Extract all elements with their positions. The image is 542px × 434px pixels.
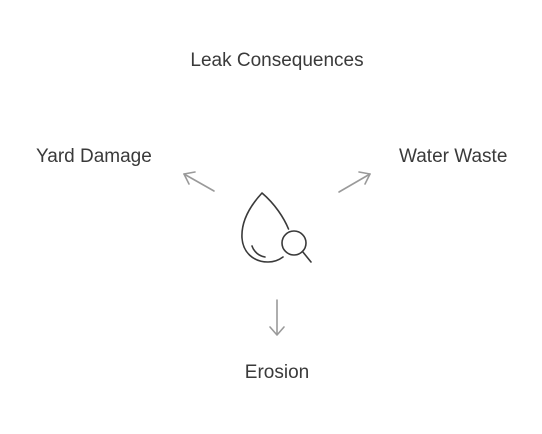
arrow-to-yard-damage <box>183 171 215 192</box>
diagram-title: Leak Consequences <box>190 50 364 71</box>
arrow-to-water-waste <box>338 171 371 193</box>
outcome-label-water-waste: Water Waste <box>399 146 508 167</box>
outcome-label-yard-damage: Yard Damage <box>36 146 152 167</box>
water-drop-magnifier-icon <box>241 192 312 263</box>
outcome-label-erosion: Erosion <box>244 362 310 383</box>
arrow-to-erosion <box>269 299 285 336</box>
